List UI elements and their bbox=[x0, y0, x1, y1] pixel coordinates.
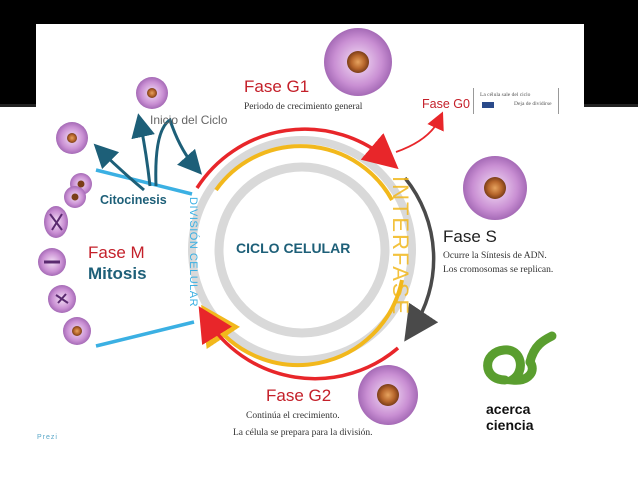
prezi-watermark: Prezi bbox=[37, 434, 58, 441]
cell-prometaphase bbox=[48, 285, 76, 313]
acerca-ciencia-logo bbox=[483, 331, 557, 385]
red-arc-g2 bbox=[198, 306, 400, 381]
start-label: Inicio del Ciclo bbox=[150, 113, 228, 127]
inner-gray-ring bbox=[214, 162, 390, 338]
flag-icon bbox=[482, 102, 494, 108]
s-title: Fase S bbox=[443, 227, 497, 246]
cell-cytokinesis-1 bbox=[56, 122, 88, 154]
g1-title: Fase G1 bbox=[244, 77, 310, 96]
gray-arc-s bbox=[403, 176, 439, 342]
red-arc-g1 bbox=[195, 127, 399, 189]
outer-gray-ring bbox=[188, 136, 416, 364]
start-arrow-down bbox=[154, 117, 202, 187]
g0-arrow bbox=[395, 111, 444, 153]
logo-line2: ciencia bbox=[486, 417, 534, 433]
logo-line1: acerca bbox=[486, 401, 531, 417]
g0-note-line2: Deja de dividirse bbox=[514, 101, 552, 107]
yellow-arc-bottom bbox=[201, 279, 404, 367]
cytokinesis-label: Citocinesis bbox=[100, 193, 167, 207]
cell-telophase bbox=[64, 173, 92, 208]
cell-start bbox=[136, 77, 168, 109]
center-label: CICLO CELULAR bbox=[236, 240, 351, 256]
cell-g1 bbox=[324, 28, 392, 96]
interphase-label: INTERFASE bbox=[388, 175, 414, 317]
yellow-arc-top bbox=[214, 144, 394, 201]
mitosis-label: Mitosis bbox=[88, 264, 147, 283]
division-line-top bbox=[95, 168, 193, 196]
cell-g2 bbox=[358, 365, 418, 425]
s-desc-line2: Los cromosomas se replican. bbox=[443, 265, 554, 275]
cell-metaphase bbox=[38, 248, 66, 276]
cell-s bbox=[463, 156, 527, 220]
start-arrow-up bbox=[131, 113, 155, 187]
g0-title: Fase G0 bbox=[422, 97, 470, 111]
cell-anaphase bbox=[44, 206, 68, 238]
division-line-bottom bbox=[95, 320, 195, 348]
g0-note-line1: La célula sale del ciclo bbox=[480, 92, 531, 98]
s-desc-line1: Ocurre la Síntesis de ADN. bbox=[443, 251, 547, 261]
g2-title: Fase G2 bbox=[266, 386, 332, 405]
phase-m-title: Fase M bbox=[88, 243, 145, 262]
g2-desc-line2: La célula se prepara para la división. bbox=[233, 428, 373, 438]
g1-desc: Periodo de crecimiento general bbox=[244, 102, 363, 112]
g0-note-box: La célula sale del ciclo Deja de dividir… bbox=[473, 88, 559, 114]
cytokinesis-arrow-left bbox=[93, 143, 145, 192]
cell-prophase bbox=[63, 317, 91, 345]
division-label: DIVISIÓN CELULAR bbox=[187, 197, 200, 308]
g2-desc-line1: Continúa el crecimiento. bbox=[246, 411, 340, 421]
